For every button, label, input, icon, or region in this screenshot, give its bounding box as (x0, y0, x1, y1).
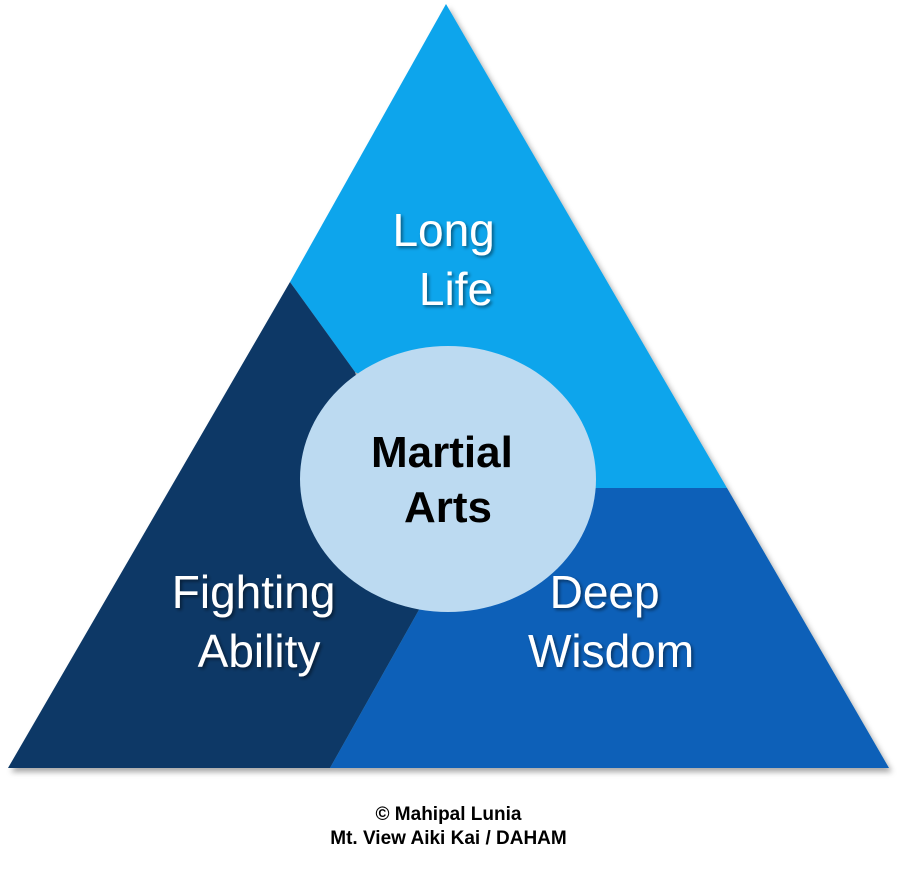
deep-wisdom-line-1: Deep (550, 566, 660, 618)
fighting-ability-label: Fighting Ability (172, 566, 348, 677)
long-life-label: Long Life (392, 204, 507, 315)
fighting-ability-line-2: Ability (198, 625, 321, 677)
copyright-line: © Mahipal Lunia (375, 804, 522, 825)
fighting-ability-line-1: Fighting (172, 566, 336, 618)
organization-line: Mt. View Aiki Kai / DAHAM (330, 828, 567, 849)
deep-wisdom-segment (330, 488, 889, 768)
credits: © Mahipal Lunia Mt. View Aiki Kai / DAHA… (0, 803, 897, 851)
martial-arts-center-ellipse (300, 346, 596, 612)
martial-arts-label: Martial Arts (371, 428, 525, 532)
long-life-line-2: Life (419, 263, 493, 315)
long-life-line-1: Long (392, 204, 494, 256)
fighting-ability-segment (8, 282, 420, 768)
deep-wisdom-label: Deep Wisdom (528, 566, 694, 677)
martial-arts-line-2: Arts (404, 483, 492, 532)
deep-wisdom-line-2: Wisdom (528, 625, 694, 677)
martial-arts-line-1: Martial (371, 428, 513, 477)
